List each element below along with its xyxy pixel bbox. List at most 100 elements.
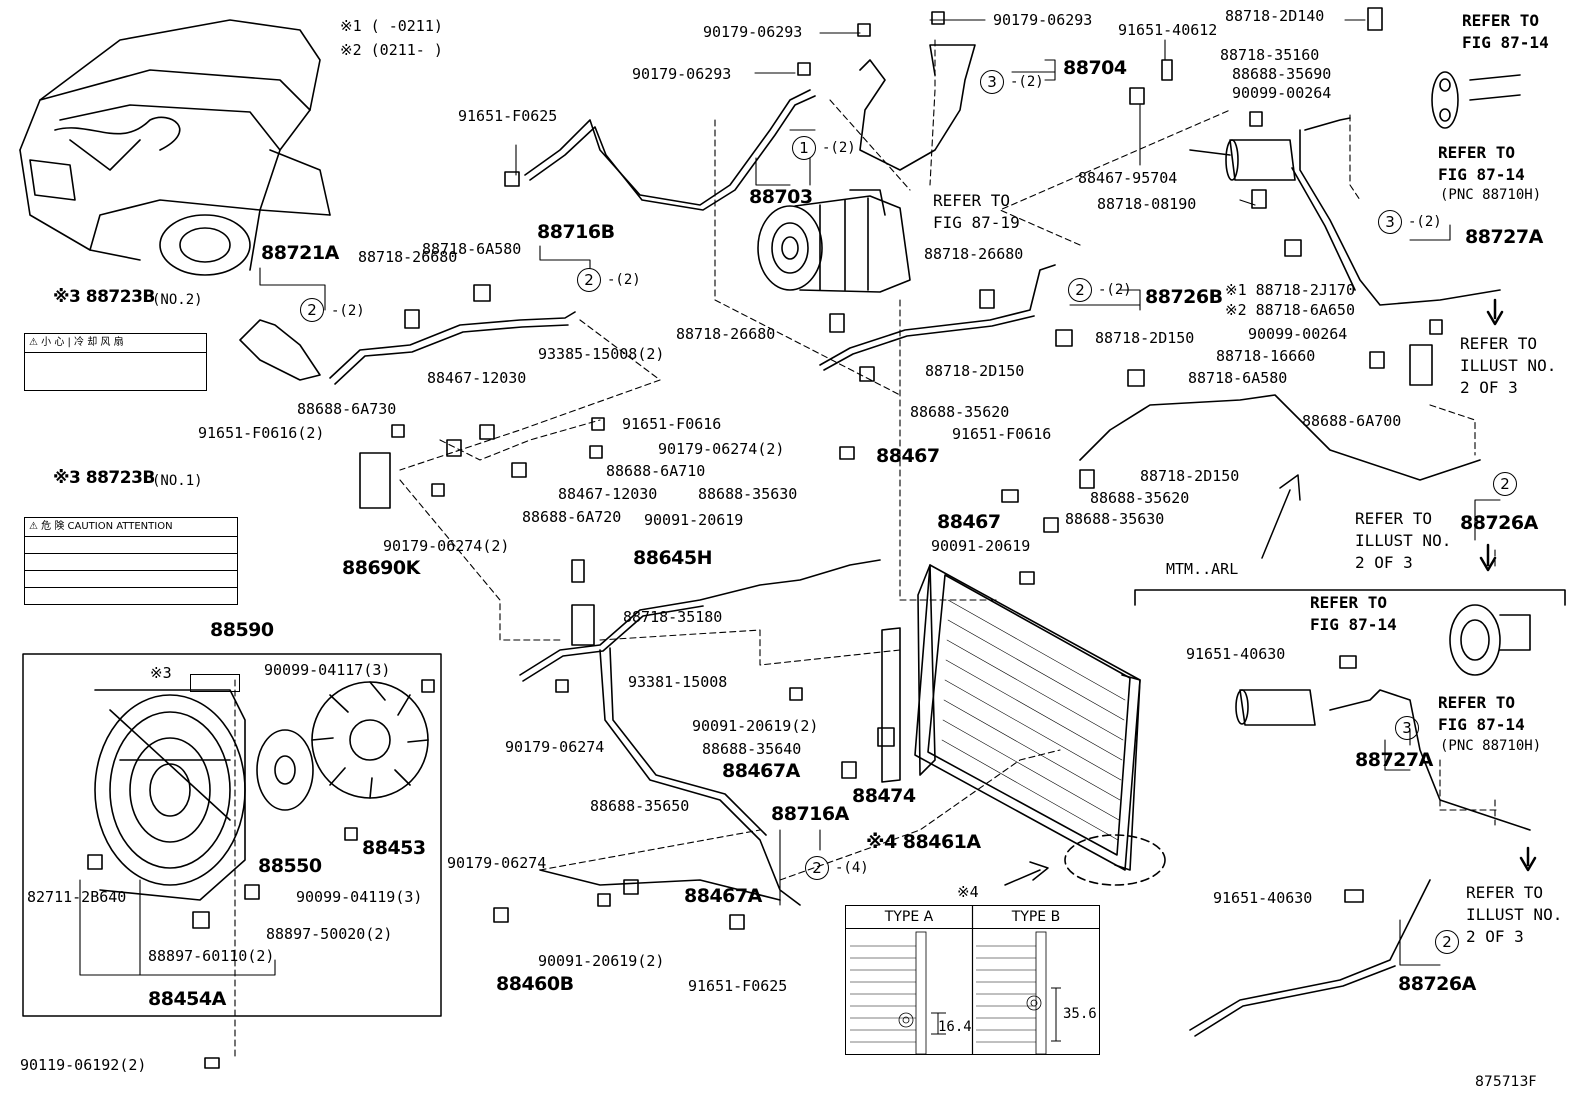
label-88688-6a700: 88688-6A700: [1302, 412, 1402, 430]
label-88723b-no2-suffix: (NO.2): [152, 292, 203, 308]
refer-fig-87-14-top: REFER TO FIG 87-14: [1462, 11, 1549, 52]
label-90179-06274-a: 90179-06274: [505, 738, 605, 756]
label-93381-15008: 93381-15008: [628, 673, 728, 691]
label-88688-35630-a: 88688-35630: [698, 485, 798, 503]
leader-lines: [79, 19, 1501, 976]
dimension-type-b: 35.6: [1063, 1006, 1097, 1022]
upper-hoses: [239, 44, 1501, 481]
refer-fig-87-14-pnc-b: REFER TO FIG 87-14: [1438, 693, 1525, 734]
label-88454a: 88454A: [148, 988, 226, 1010]
refer-illust-b: REFER TO ILLUST NO. 2 OF 3: [1355, 509, 1452, 572]
label-88726a-a: 88726A: [1460, 512, 1538, 534]
pnc-b: (PNC 88710H): [1440, 738, 1542, 754]
caution-plate-no2: ⚠ 小 心 | 冷 却 风 扇: [24, 333, 207, 391]
variant-note-1: ※1 ( -0211): [340, 17, 443, 35]
label-88718-2d150-c: 88718-2D150: [1140, 467, 1240, 485]
label-88718-26680-a: 88718-26680: [358, 248, 458, 266]
label-90099-00264-a: 90099-00264: [1232, 84, 1332, 102]
label-90091-20619-2a: 90091-20619(2): [692, 717, 819, 735]
label-90091-20619-a: 90091-20619: [644, 511, 744, 529]
pnc-a: (PNC 88710H): [1440, 187, 1542, 203]
label-90179-06274-2a: 90179-06274(2): [658, 440, 785, 458]
label-88716b: 88716B: [537, 221, 615, 243]
label-88590: 88590: [210, 619, 274, 641]
label-88726a-b: 88726A: [1398, 973, 1476, 995]
refer-fig-87-14-mtm: REFER TO FIG 87-14: [1310, 593, 1397, 634]
label-88688-35620-b: 88688-35620: [1090, 489, 1190, 507]
label-88718-6a650: ※2 88718-6A650: [1225, 301, 1355, 319]
callout-2-88726a-top: 2: [1493, 472, 1517, 496]
label-88688-35620-a: 88688-35620: [910, 403, 1010, 421]
figure-code: 875713F: [1475, 1074, 1537, 1090]
label-88703: 88703: [749, 186, 813, 208]
label-88727a-a: 88727A: [1465, 226, 1543, 248]
fan-shroud: [94, 681, 429, 901]
note-3-small: ※3: [150, 664, 172, 682]
label-88723b-no1-suffix: (NO.1): [152, 473, 203, 489]
label-88467-b: 88467: [937, 511, 1001, 533]
refer-illust-a: REFER TO ILLUST NO. 2 OF 3: [1460, 334, 1557, 397]
label-88723b-no1: ※3 88723B: [53, 468, 155, 488]
plate-no2-header: ⚠ 小 心 | 冷 却 风 扇: [25, 334, 206, 353]
label-91651-f0625-a: 91651-F0625: [458, 107, 558, 125]
label-88718-6a580-b: 88718-6A580: [1188, 369, 1288, 387]
callout-2-88726b: 2: [1068, 278, 1092, 302]
caution-plate-no1: ⚠ 危 険 CAUTION ATTENTION: [24, 517, 238, 605]
callout-1: 1: [792, 136, 816, 160]
label-88718-16660: 88718-16660: [1216, 347, 1316, 365]
plate-no1-header: ⚠ 危 険 CAUTION ATTENTION: [25, 518, 237, 537]
label-88718-6a580-a: 88718-6A580: [422, 240, 522, 258]
label-88467-12030-a: 88467-12030: [427, 369, 527, 387]
qty-88721a: -(2): [331, 303, 365, 319]
label-88721a: 88721A: [261, 242, 339, 264]
label-91651-f0616-a: 91651-F0616: [622, 415, 722, 433]
label-90179-06293-c: 90179-06293: [993, 11, 1093, 29]
qty-88703: -(2): [822, 140, 856, 156]
label-88718-26680-c: 88718-26680: [676, 325, 776, 343]
label-88688-6a730: 88688-6A730: [297, 400, 397, 418]
dashed-reference-lines: [234, 39, 1501, 1061]
label-88688-35690: 88688-35690: [1232, 65, 1332, 83]
label-88690k: 88690K: [342, 557, 420, 579]
callout-3-88704: 3: [980, 70, 1004, 94]
callout-3-88727a-b: 3: [1395, 716, 1419, 740]
dimension-type-a: 16.4: [938, 1019, 972, 1035]
vehicle-sketch: [19, 19, 331, 276]
type-comparison-box: TYPE A TYPE B 16.4 35.6: [845, 905, 1100, 1055]
pointer-arrows: [1004, 298, 1537, 886]
label-88688-35630-b: 88688-35630: [1065, 510, 1165, 528]
fan-blades: [311, 681, 429, 799]
qty-88716b: -(2): [607, 272, 641, 288]
label-88716a: 88716A: [771, 803, 849, 825]
type-b-header: TYPE B: [973, 906, 1099, 929]
label-91651-40612: 91651-40612: [1118, 21, 1218, 39]
label-90179-06293-a: 90179-06293: [703, 23, 803, 41]
label-90179-06274-b: 90179-06274: [447, 854, 547, 872]
callout-2-88721a: 2: [300, 298, 324, 322]
callout-2-88726a-bottom: 2: [1435, 930, 1459, 954]
label-90091-20619-b: 90091-20619: [931, 537, 1031, 555]
qty-88716a: -(4): [835, 860, 869, 876]
label-88688-6a720: 88688-6A720: [522, 508, 622, 526]
mtm-arl: MTM..ARL: [1166, 560, 1239, 578]
type-detail-art: [850, 906, 1061, 1054]
label-88467a-b: 88467A: [684, 885, 762, 907]
callout-2-88716b: 2: [577, 268, 601, 292]
label-88467a-a: 88467A: [722, 760, 800, 782]
label-90119-06192-2: 90119-06192(2): [20, 1056, 147, 1074]
label-90179-06293-b: 90179-06293: [632, 65, 732, 83]
label-88467-12030-b: 88467-12030: [558, 485, 658, 503]
qty-88726b: -(2): [1098, 282, 1132, 298]
compressor: [757, 189, 911, 293]
callout-2-88716a: 2: [805, 856, 829, 880]
label-88688-6a710: 88688-6A710: [606, 462, 706, 480]
label-88474: 88474: [852, 785, 916, 807]
label-88723b-no2: ※3 88723B: [53, 287, 155, 307]
label-88718-2d150-a: 88718-2D150: [1095, 329, 1195, 347]
label-88718-35160: 88718-35160: [1220, 46, 1320, 64]
condenser: [881, 564, 1166, 886]
label-88718-2d140: 88718-2D140: [1225, 7, 1325, 25]
label-88688-35640: 88688-35640: [702, 740, 802, 758]
